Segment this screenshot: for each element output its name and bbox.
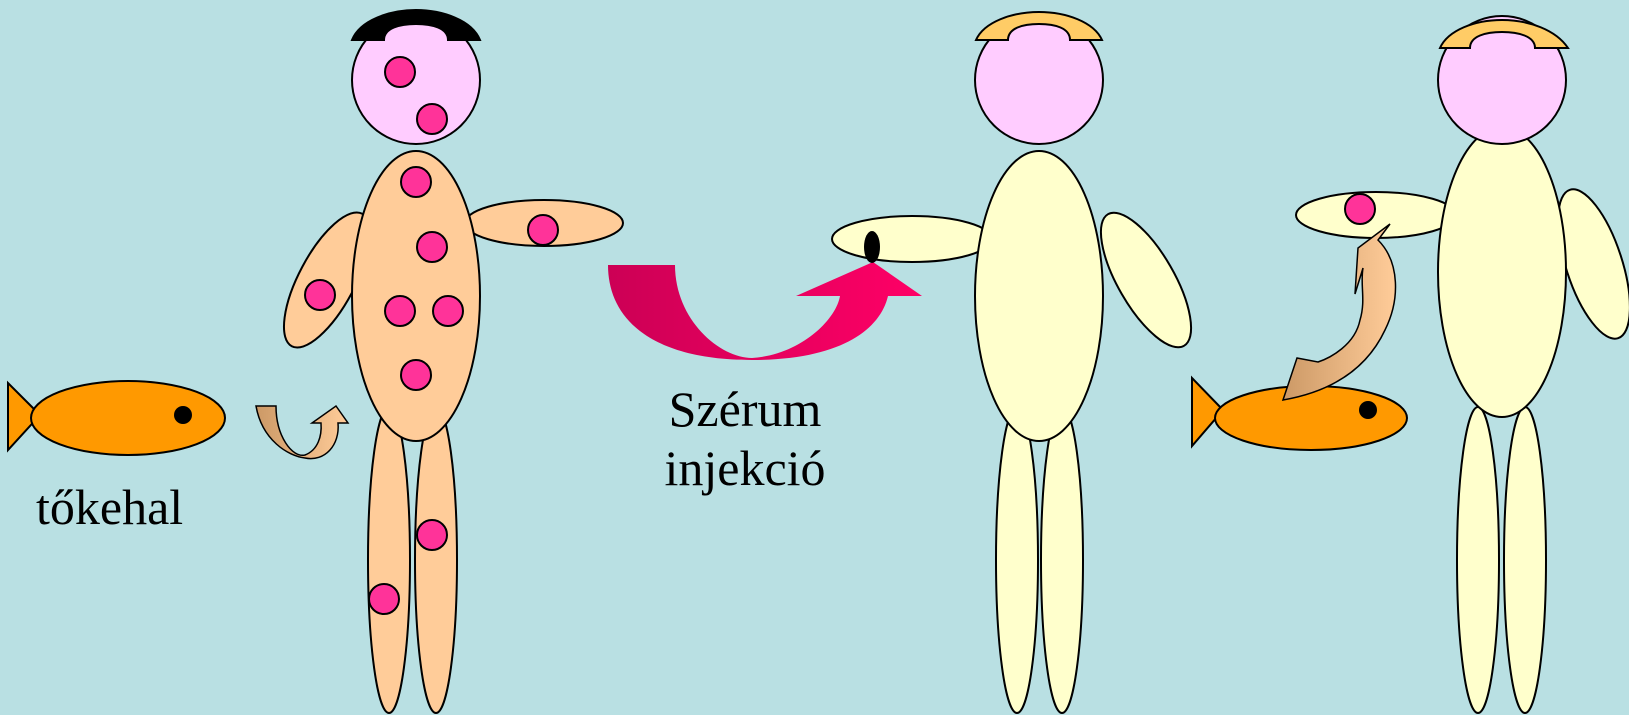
fish-body [31, 381, 225, 455]
infection-dot [385, 57, 415, 87]
fish-eye [1359, 401, 1377, 419]
curved-arrow-icon-right [1283, 224, 1395, 400]
fish-icon-left [8, 381, 225, 455]
syringe-tip-icon [864, 231, 880, 263]
right-leg [415, 407, 457, 713]
healthy-person-figure-middle [832, 12, 1208, 713]
infected-person-figure [267, 10, 623, 713]
left-leg [996, 407, 1038, 713]
infection-dot [385, 296, 415, 326]
serum-injection-label: Szérum injekció [620, 380, 870, 498]
infection-dot [369, 584, 399, 614]
left-arm [1296, 192, 1456, 238]
fish-eye [174, 406, 192, 424]
left-leg [368, 407, 410, 713]
serum-label-line-2: injekció [620, 439, 870, 498]
injection-arrow-icon [608, 262, 922, 360]
fish-body [1215, 386, 1407, 450]
infection-dot [528, 215, 558, 245]
torso [975, 151, 1103, 441]
infection-dot [433, 296, 463, 326]
infection-dot [305, 280, 335, 310]
infection-dot [401, 360, 431, 390]
infection-dot [417, 232, 447, 262]
right-leg [1041, 407, 1083, 713]
infection-dot [417, 520, 447, 550]
left-leg [1457, 407, 1499, 713]
torso [1438, 127, 1566, 417]
infection-dot [401, 167, 431, 197]
serum-label-line-1: Szérum [620, 380, 870, 439]
left-arm [832, 216, 992, 262]
infection-dot [1345, 194, 1375, 224]
infection-dot [417, 104, 447, 134]
right-leg [1504, 407, 1546, 713]
fish-label: tőkehal [36, 482, 183, 532]
curved-arrow-icon-left [256, 406, 348, 459]
